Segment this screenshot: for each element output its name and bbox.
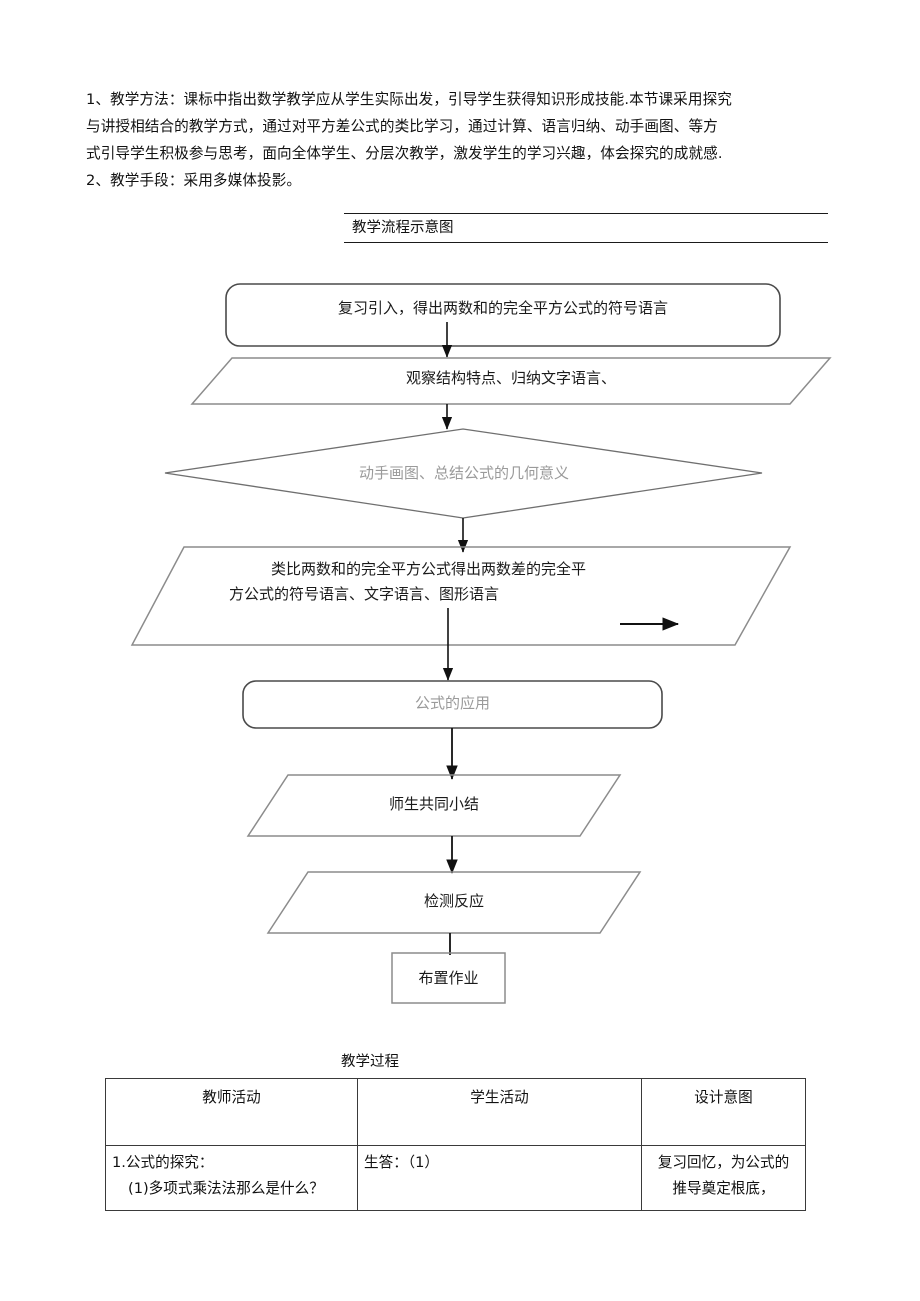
intro-line-4: 2、教学手段：采用多媒体投影。 xyxy=(86,172,302,189)
flow-node-rounded-rect-1 xyxy=(225,283,781,347)
table-cell-intent: 复习回忆，为公式的 推导奠定根底， xyxy=(641,1145,806,1211)
flow-node-rect-8 xyxy=(391,952,506,1004)
intent-line-1: 复习回忆，为公式的 xyxy=(657,1154,790,1171)
student-line-1: 生答：（1） xyxy=(364,1154,439,1171)
table-cell-teacher: 1.公式的探究： (1)多项式乘法法那么是什么？ xyxy=(105,1145,358,1211)
caption-rule-top xyxy=(344,213,828,214)
table-header-teacher: 教师活动 xyxy=(105,1078,358,1146)
flow-node-diamond-3 xyxy=(164,428,763,519)
table-caption: 教学过程 xyxy=(341,1054,399,1070)
flowchart-caption: 教学流程示意图 xyxy=(352,220,454,236)
intent-line-2: 推导奠定根底， xyxy=(672,1180,775,1197)
flow-node-rounded-rect-5 xyxy=(242,680,663,729)
flow-node-parallelogram-2 xyxy=(190,357,832,405)
table-row: 1.公式的探究： (1)多项式乘法法那么是什么？ 生答：（1） 复习回忆，为公式… xyxy=(105,1145,806,1211)
intro-paragraph-block: 1、教学方法：课标中指出数学教学应从学生实际出发，引导学生获得知识形成技能.本节… xyxy=(86,86,838,194)
teacher-line-1: 1.公式的探究： xyxy=(112,1154,214,1171)
table-header-intent: 设计意图 xyxy=(641,1078,806,1146)
flow-node-parallelogram-7 xyxy=(266,871,642,934)
caption-rule-bottom xyxy=(344,242,828,243)
intro-line-1: 1、教学方法：课标中指出数学教学应从学生实际出发，引导学生获得知识形成技能.本节… xyxy=(86,91,732,108)
table-header-student: 学生活动 xyxy=(357,1078,642,1146)
teaching-process-flowchart: 复习引入，得出两数和的完全平方公式的符号语言 观察结构特点、归纳文字语言、 动手… xyxy=(130,283,832,1004)
flowchart-caption-block: 教学流程示意图 xyxy=(344,213,828,243)
teaching-process-table: 教师活动 学生活动 设计意图 1.公式的探究： (1)多项式乘法法那么是什么？ … xyxy=(105,1078,806,1211)
flow-node-parallelogram-4 xyxy=(130,546,792,646)
flow-node-parallelogram-6 xyxy=(246,774,622,837)
table-cell-student: 生答：（1） xyxy=(357,1145,642,1211)
table-header-row: 教师活动 学生活动 设计意图 xyxy=(105,1078,806,1146)
intro-line-2: 与讲授相结合的教学方式，通过对平方差公式的类比学习，通过计算、语言归纳、动手画图… xyxy=(86,118,718,135)
teacher-line-2: (1)多项式乘法法那么是什么？ xyxy=(128,1180,324,1197)
intro-line-3: 式引导学生积极参与思考，面向全体学生、分层次教学，激发学生的学习兴趣，体会探究的… xyxy=(86,145,723,162)
